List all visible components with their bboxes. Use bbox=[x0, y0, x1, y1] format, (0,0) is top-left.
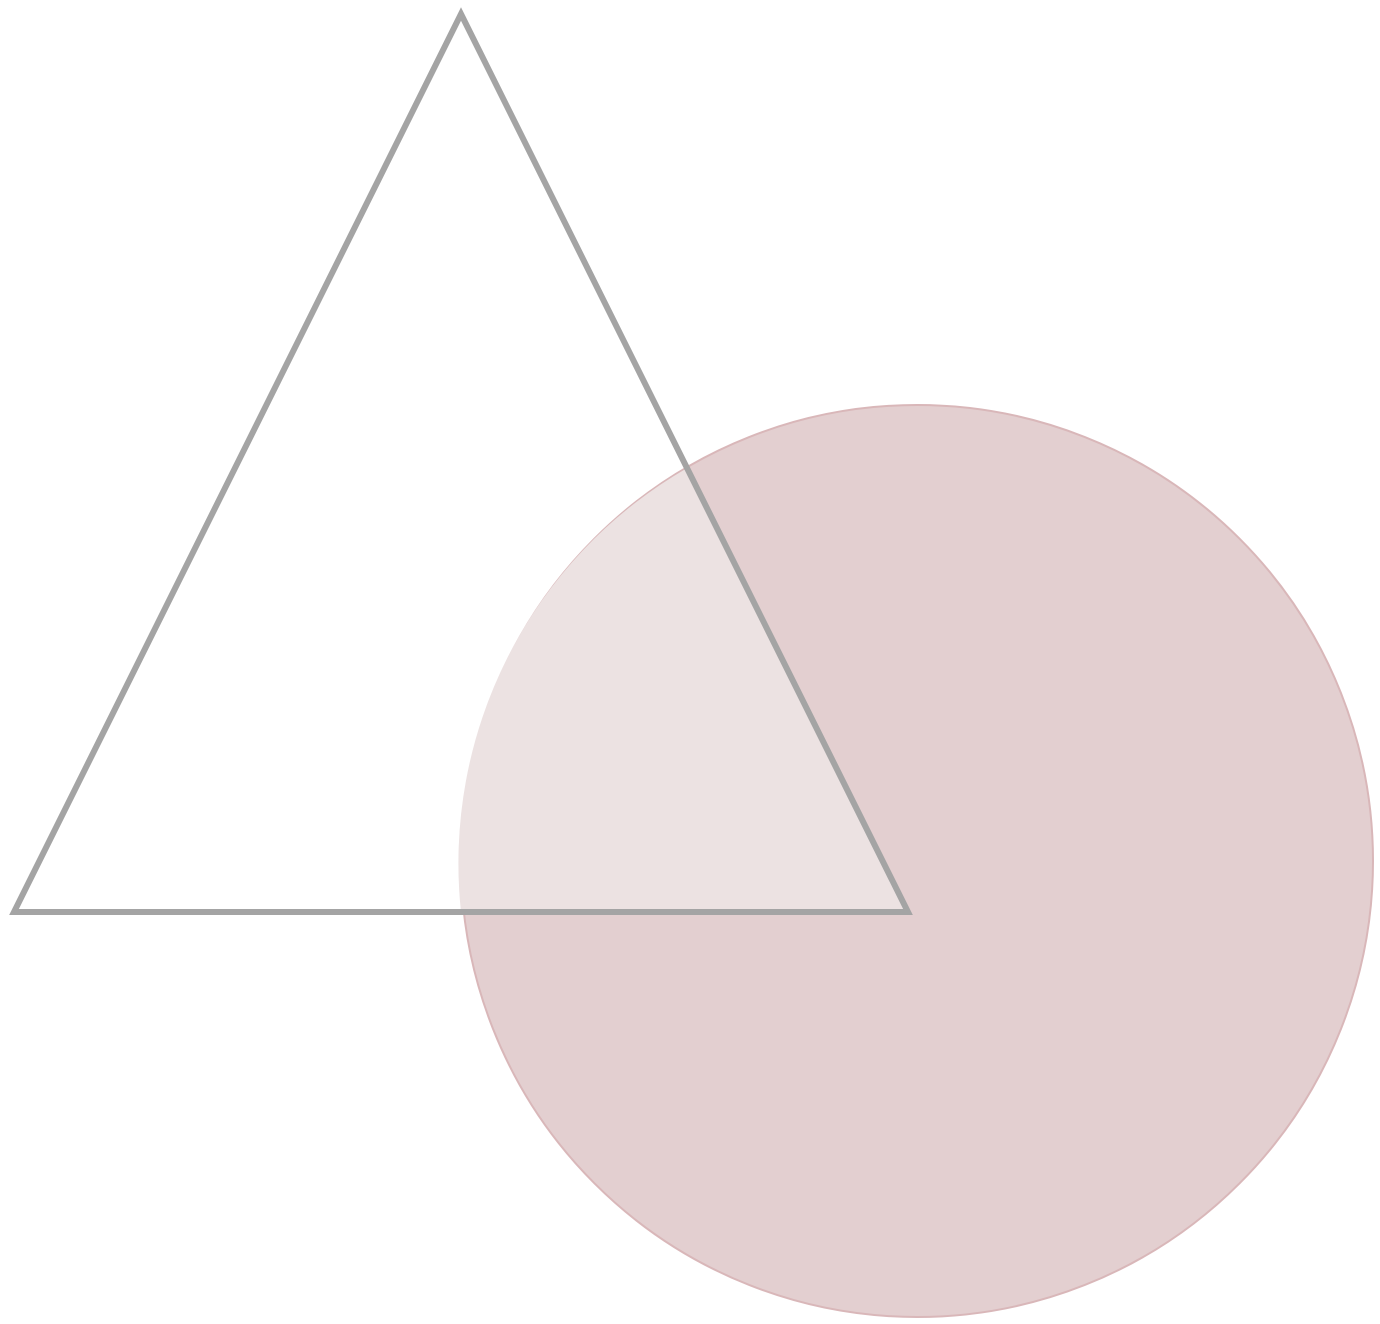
outline-triangle bbox=[9, 7, 913, 915]
overlap-region bbox=[458, 468, 908, 912]
